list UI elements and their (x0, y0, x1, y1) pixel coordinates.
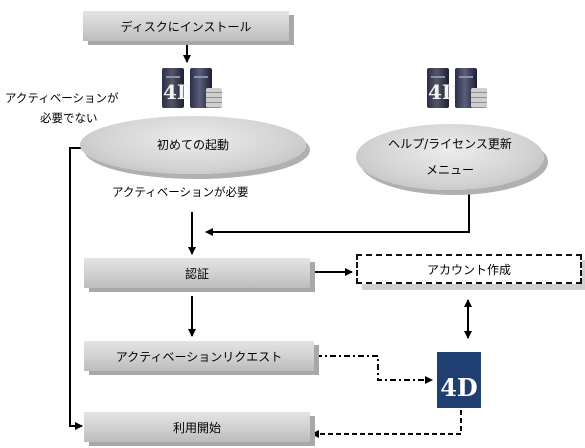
node-install-label: ディスクにインストール (120, 19, 252, 34)
node-request-label: アクティベーションリクエスト (115, 349, 283, 364)
node-auth: 認証 (84, 258, 310, 288)
node-start-label: 利用開始 (172, 420, 221, 435)
server-icon-group-left: 4D (162, 68, 242, 116)
node-first-launch-label: 初めての起動 (156, 138, 229, 152)
node-request: アクティベーションリクエスト (84, 341, 314, 371)
arrow-logo-to-start (311, 410, 462, 438)
4d-logo-text: 4D (440, 373, 478, 402)
node-install: ディスクにインストール (83, 11, 289, 41)
label-no-activation-line1: アクティベーションが (5, 91, 119, 105)
arrow-help-to-auth (205, 188, 470, 236)
disk-stack-icon (471, 88, 487, 108)
disk-stack-icon (206, 88, 222, 108)
arrow-no-activation (69, 147, 84, 430)
node-start: 利用開始 (84, 412, 310, 442)
arrow-request-to-logo (316, 355, 433, 384)
label-activation-required: アクティベーションが必要 (112, 185, 249, 199)
label-no-activation-line2: 必要でない (40, 111, 98, 125)
4d-logo-icon: 4D (437, 352, 481, 408)
node-account: アカウント作成 (356, 254, 582, 284)
server-4d-icon: 4D (162, 68, 194, 108)
server-icon-group-right: 4D (427, 68, 507, 116)
node-help-menu: ヘルプ/ライセンス更新 メニュー (356, 124, 544, 190)
node-first-launch: 初めての起動 (80, 116, 306, 174)
node-account-label: アカウント作成 (426, 262, 511, 277)
server-4d-icon: 4D (427, 68, 459, 108)
node-help-menu-line2: メニュー (425, 163, 474, 177)
node-help-menu-line1: ヘルプ/ライセンス更新 (388, 137, 512, 151)
node-auth-label: 認証 (184, 266, 209, 281)
